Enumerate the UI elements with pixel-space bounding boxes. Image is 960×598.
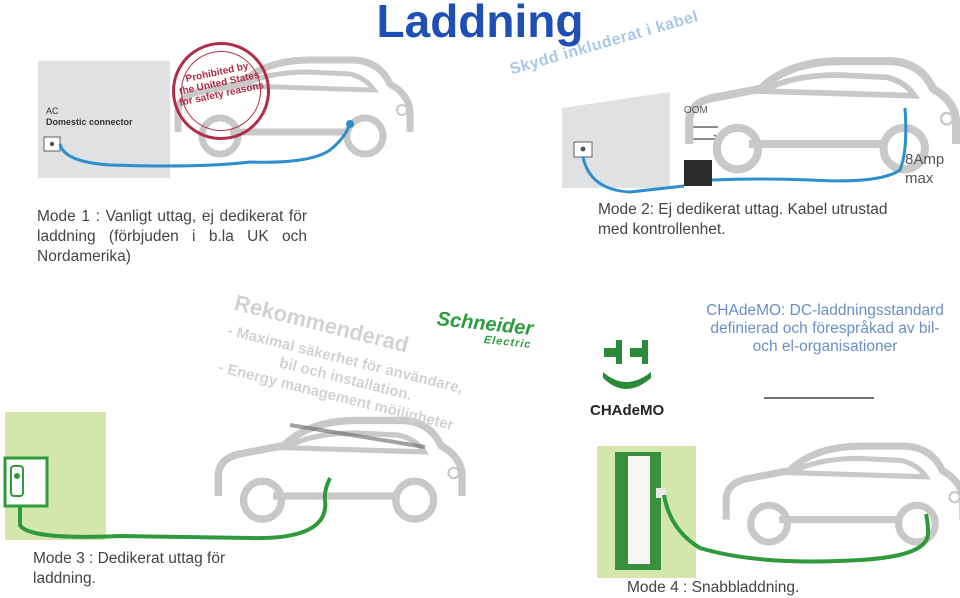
mode1-caption: Mode 1 : Vanligt uttag, ej dedikerat för… bbox=[37, 208, 307, 265]
mode4-caption: Mode 4 : Snabbladdning. bbox=[627, 579, 800, 596]
amp-label: 8Amp max bbox=[905, 150, 944, 188]
chademo-logo-icon bbox=[603, 340, 651, 389]
page-title: Laddning bbox=[376, 0, 584, 47]
amp-label-line1: 8Amp bbox=[905, 151, 945, 168]
mode2-caption: Mode 2: Ej dedikerat uttag. Kabel utrust… bbox=[598, 201, 888, 238]
mode3-caption: Mode 3 : Dedikerat uttag för laddning. bbox=[33, 550, 226, 587]
mode2-cable bbox=[581, 107, 908, 194]
mode3-cable bbox=[18, 477, 332, 541]
mode4-car-icon bbox=[726, 446, 960, 542]
mode1-panel-label-ac: AC bbox=[46, 106, 59, 116]
mode1-cable bbox=[58, 123, 352, 168]
mode3-divider bbox=[289, 423, 426, 449]
mode2-box-label: OOM bbox=[684, 105, 708, 116]
mode1-panel-label-connector: Domestic connector bbox=[46, 117, 133, 127]
amp-label-line2: max bbox=[905, 170, 934, 187]
mode2-control-box bbox=[684, 160, 712, 186]
chademo-description: CHAdeMO: DC-laddningsstandard definierad… bbox=[706, 302, 944, 355]
mode2-wall bbox=[562, 92, 670, 188]
mode1-panel bbox=[38, 61, 170, 178]
chademo-logo-text: CHAdeMO bbox=[590, 402, 665, 419]
mode4-cable bbox=[662, 494, 930, 564]
